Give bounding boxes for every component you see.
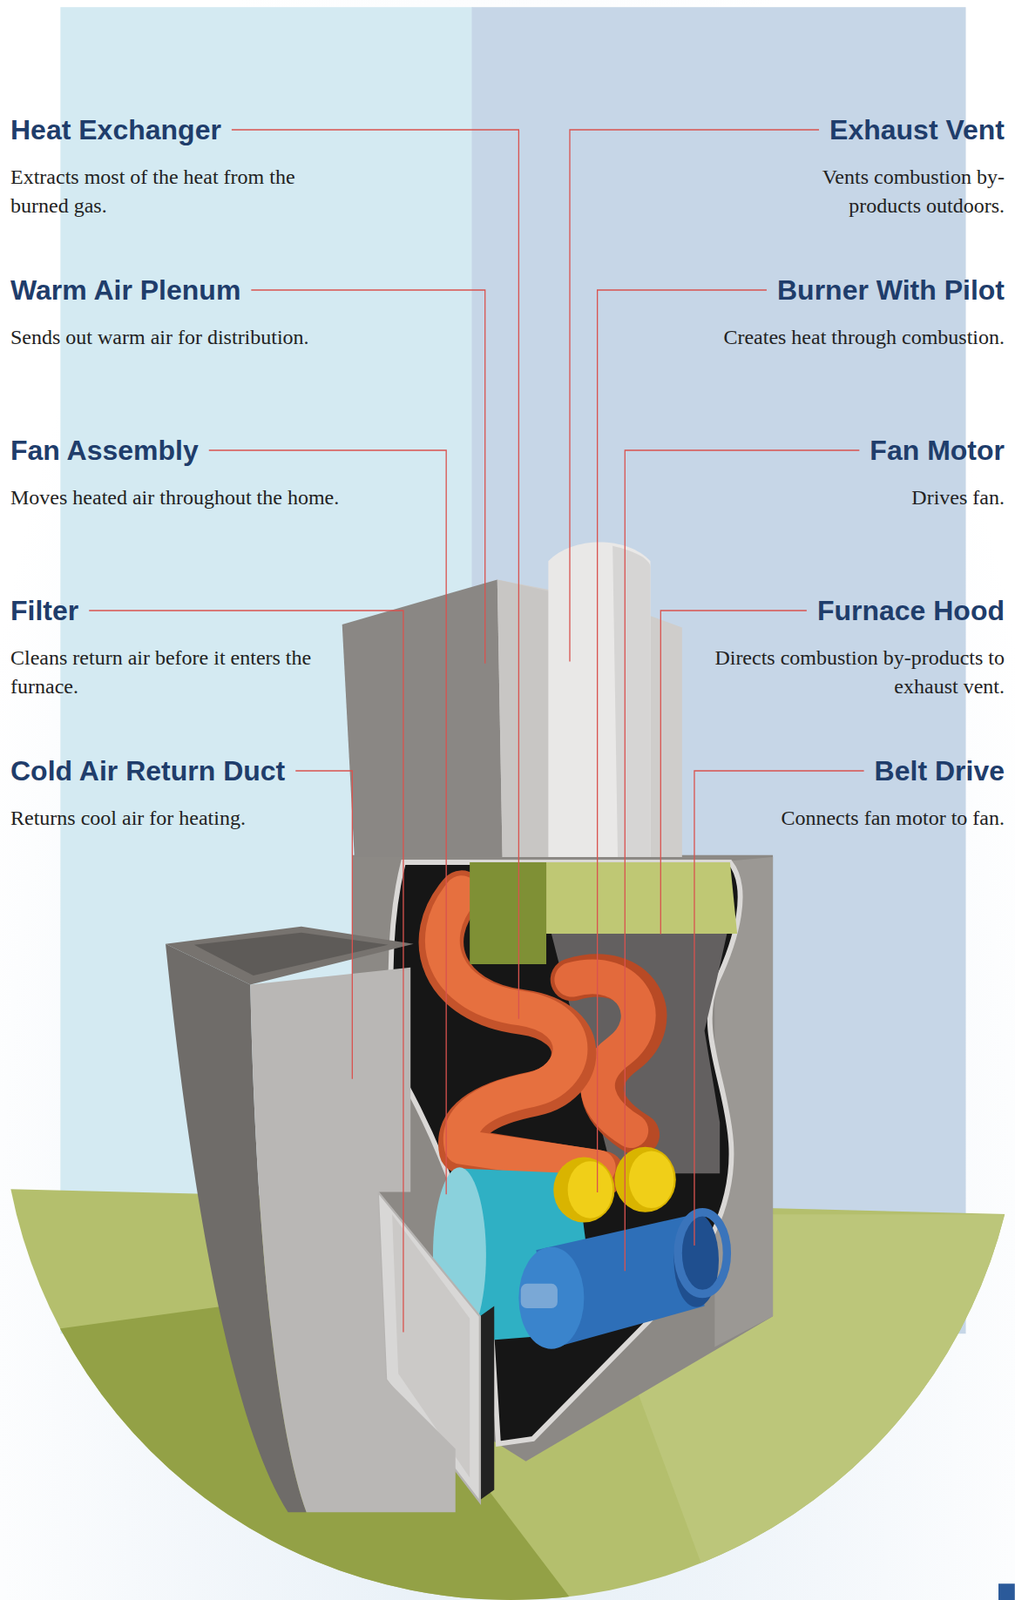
warm-air-plenum-side <box>497 579 552 858</box>
part-description: Returns cool air for heating. <box>10 804 342 833</box>
part-description: Directs combustion by-products to exhaus… <box>673 643 1005 702</box>
part-name: Fan Assembly <box>10 433 199 468</box>
furnace-hood-front <box>469 862 547 965</box>
part-name: Exhaust Vent <box>829 112 1005 148</box>
leader-line <box>231 129 520 1020</box>
part-name: Furnace Hood <box>817 593 1005 629</box>
burner-end <box>568 1161 614 1219</box>
return-duct-inside <box>194 933 389 976</box>
filter-edge <box>480 1306 494 1502</box>
leader-line <box>597 290 767 1193</box>
return-duct-opening <box>165 927 414 986</box>
part-description: Connects fan motor to fan. <box>725 804 1005 833</box>
part-description: Sends out warm air for distribution. <box>10 323 342 352</box>
leader-line <box>694 771 865 1246</box>
burner-end <box>629 1151 675 1210</box>
burner <box>615 1147 677 1213</box>
motor-shaft <box>521 1284 558 1309</box>
corner-mark <box>998 1583 1015 1600</box>
part-description: Drives fan. <box>743 483 1005 513</box>
part-name: Fan Motor <box>869 433 1005 468</box>
part-name: Filter <box>10 593 79 629</box>
part-name: Burner With Pilot <box>777 272 1005 308</box>
furnace-hood <box>546 862 738 934</box>
part-description: Extracts most of the heat from the burne… <box>10 162 342 221</box>
leader-line <box>295 771 352 1080</box>
leader-line <box>569 129 819 662</box>
leader-line <box>88 610 404 1334</box>
part-name: Cold Air Return Duct <box>10 753 285 789</box>
part-name: Heat Exchanger <box>10 112 222 148</box>
fan-motor-face <box>518 1247 584 1350</box>
part-name: Warm Air Plenum <box>10 272 241 308</box>
burner <box>553 1157 615 1224</box>
exhaust-vent-shade <box>612 546 650 858</box>
exhaust-vent <box>548 541 650 858</box>
warm-air-plenum <box>342 579 503 858</box>
belt-drive <box>677 1212 727 1295</box>
part-description: Vents combustion by-products outdoors. <box>786 162 1005 221</box>
return-duct <box>250 967 455 1514</box>
part-description: Cleans return air before it enters the f… <box>10 643 377 702</box>
leader-line <box>624 450 860 1272</box>
part-description: Moves heated air throughout the home. <box>10 483 342 513</box>
part-description: Creates heat through combustion. <box>656 323 1005 352</box>
part-name: Belt Drive <box>874 753 1005 789</box>
